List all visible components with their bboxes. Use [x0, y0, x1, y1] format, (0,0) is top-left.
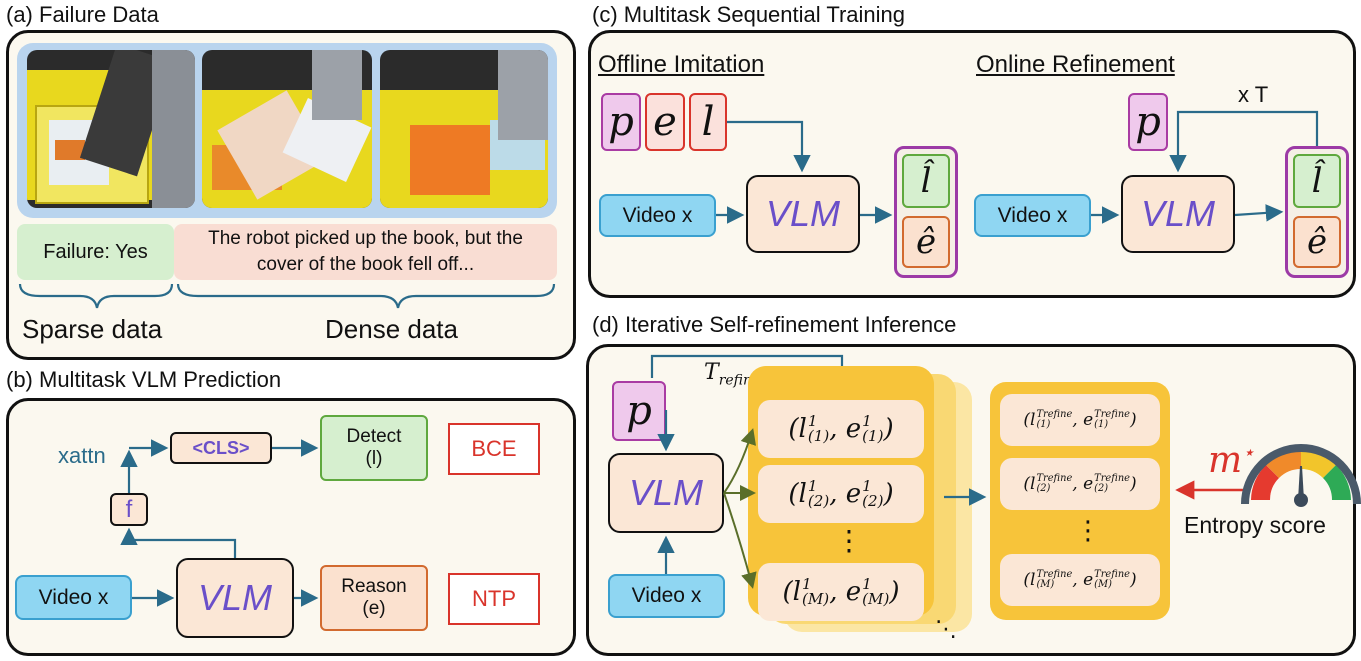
- entropy-score-label: Entropy score: [1184, 512, 1326, 538]
- ntp-loss-box: NTP: [448, 573, 540, 625]
- dense-label: Dense data: [325, 314, 458, 344]
- refined-dots: ⋮: [1075, 515, 1101, 545]
- vlm-c1: VLM: [746, 175, 860, 253]
- vlm-c2: VLM: [1121, 175, 1235, 253]
- prompt-p-c2: p: [1128, 93, 1168, 151]
- prompt-p-d: p: [612, 381, 666, 441]
- failure-label: Failure: Yes: [43, 240, 148, 263]
- stack-more-dots: ⋱: [935, 616, 957, 641]
- robot-frame-2: [202, 50, 372, 208]
- offline-imitation-label: Offline Imitation: [598, 51, 765, 78]
- pred-e-hat-c2: ê: [1293, 216, 1341, 268]
- detect-box: Detect (l): [320, 415, 428, 481]
- target-e-box: e: [645, 93, 685, 151]
- pred-l-hat-c2: l̂: [1293, 154, 1341, 208]
- robot-frame-1: [27, 50, 195, 208]
- panel-c-title: (c) Multitask Sequential Training: [592, 2, 906, 27]
- f-box: f: [110, 493, 148, 526]
- target-l-box: l: [689, 93, 727, 151]
- video-input-c1: Video x: [599, 194, 716, 237]
- panel-b-title: (b) Multitask VLM Prediction: [6, 367, 282, 392]
- sparse-label: Sparse data: [22, 314, 163, 344]
- loop-count-label: x T: [1238, 82, 1269, 107]
- online-refinement-label: Online Refinement: [976, 51, 1175, 78]
- vlm-d: VLM: [608, 453, 724, 533]
- robot-frame-3: [380, 50, 548, 208]
- failure-description: The robot picked up the book, but the co…: [208, 228, 523, 275]
- video-input-b: Video x: [15, 575, 132, 620]
- panel-a-title: (a) Failure Data: [6, 2, 159, 27]
- video-input-d: Video x: [608, 574, 725, 618]
- pred-e-hat-c1: ê: [902, 216, 950, 268]
- panel-d-title: (d) Iterative Self-refinement Inference: [592, 312, 957, 337]
- video-input-c2: Video x: [974, 194, 1091, 237]
- xattn-label: xattn: [58, 443, 106, 468]
- failure-label-box: Failure: Yes: [17, 224, 174, 280]
- description-box: The robot picked up the book, but the co…: [174, 224, 557, 280]
- reason-box: Reason (e): [320, 565, 428, 631]
- prompt-p-c1: p: [601, 93, 641, 151]
- m-star-label: m⋆: [1208, 440, 1255, 481]
- tuple-dots: ⋮: [835, 525, 863, 556]
- bce-loss-box: BCE: [448, 423, 540, 475]
- pred-l-hat-c1: l̂: [902, 154, 950, 208]
- cls-token: <CLS>: [170, 432, 272, 464]
- vlm-b: VLM: [176, 558, 294, 638]
